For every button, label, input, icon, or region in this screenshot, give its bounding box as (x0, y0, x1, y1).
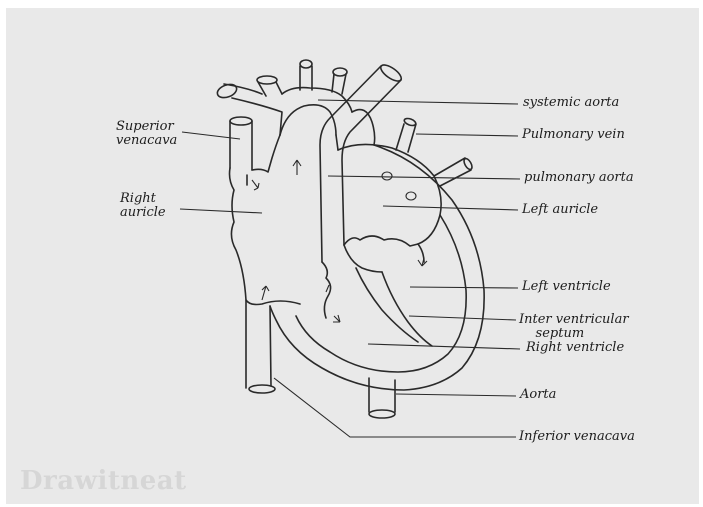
label-inferior-venacava: Inferior venacava (519, 430, 635, 444)
watermark-logo: Drawitneat (20, 466, 187, 496)
label-interventricular-septum: Inter ventricular septum (519, 313, 629, 342)
label-left-ventricle: Left ventricle (522, 280, 611, 294)
label-right-auricle: Right auricle (120, 192, 166, 221)
label-right-ventricle: Right ventricle (526, 341, 624, 355)
label-pulmonary-aorta: pulmonary aorta (524, 171, 634, 185)
label-superior-venacava: Superior venacava (116, 120, 177, 149)
label-systemic-aorta: systemic aorta (523, 96, 619, 110)
label-pulmonary-vein: Pulmonary vein (522, 128, 625, 142)
label-aorta: Aorta (520, 388, 556, 402)
label-left-auricle: Left auricle (522, 203, 598, 217)
